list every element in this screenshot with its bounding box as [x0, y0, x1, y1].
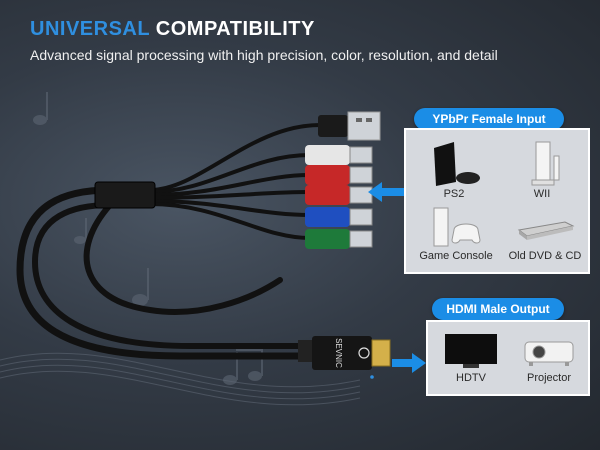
- connector-brand: SEVNIC: [334, 338, 343, 368]
- hdtv-icon: [445, 334, 497, 368]
- device-game-console: Game Console: [414, 204, 498, 262]
- title-rest: COMPATIBILITY: [155, 18, 315, 40]
- device-wii: WII: [502, 138, 582, 200]
- device-hdtv: HDTV: [434, 328, 508, 384]
- page-title: UNIVERSAL COMPATIBILITY: [30, 18, 315, 41]
- input-arrow-icon: [368, 182, 404, 202]
- rca-white-connector: [305, 145, 373, 165]
- output-arrow-icon: [392, 353, 426, 373]
- device-dvd: Old DVD & CD: [502, 204, 588, 262]
- device-ps2-label: PS2: [443, 188, 465, 200]
- device-wii-label: WII: [533, 188, 551, 200]
- projector-icon: [524, 341, 574, 366]
- device-ps2: PS2: [414, 138, 494, 200]
- output-devices-panel: HDTV Projector: [426, 320, 590, 396]
- game-console-icon: [433, 207, 481, 247]
- wii-console-icon: [531, 141, 560, 186]
- output-panel-label: HDMI Male Output: [432, 298, 564, 320]
- device-dvd-label: Old DVD & CD: [508, 250, 582, 262]
- input-panel-label: YPbPr Female Input: [414, 108, 564, 130]
- device-hdtv-label: HDTV: [456, 372, 486, 384]
- dvd-player-icon: [517, 221, 575, 240]
- ps2-console-icon: [434, 142, 480, 186]
- title-accent: UNIVERSAL: [30, 18, 150, 40]
- device-projector-label: Projector: [526, 372, 572, 384]
- device-projector: Projector: [512, 328, 586, 384]
- page-subtitle: Advanced signal processing with high pre…: [30, 47, 498, 63]
- input-devices-panel: PS2 WII Game Console Old DVD & CD: [404, 128, 590, 274]
- device-game-console-label: Game Console: [419, 250, 493, 262]
